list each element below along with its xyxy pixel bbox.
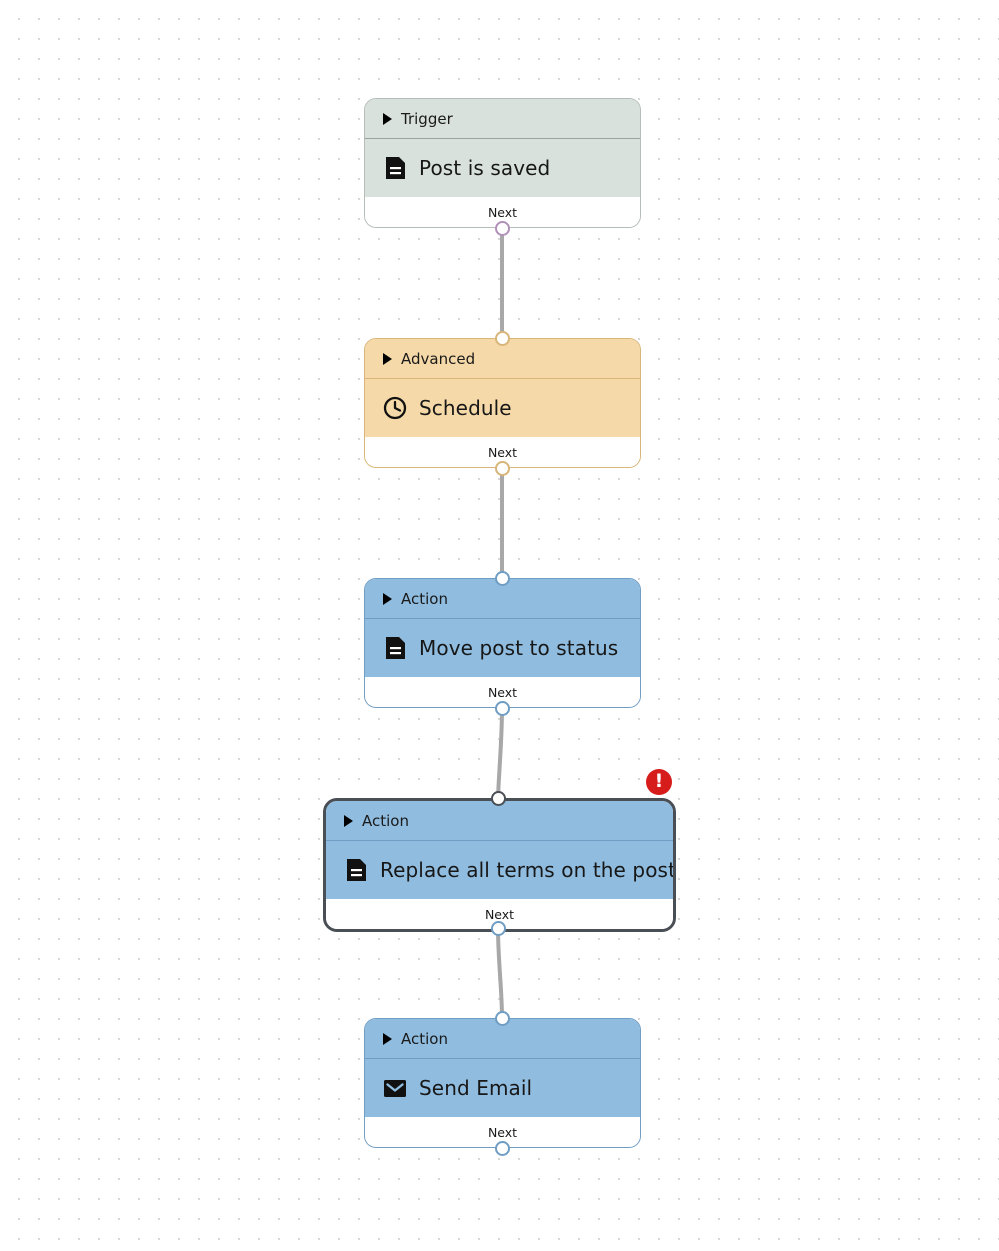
error-exclamation-icon[interactable]: !	[646, 769, 672, 795]
connector-handle-replace-terms-out[interactable]	[491, 921, 506, 936]
node-category-label: Advanced	[401, 349, 476, 368]
document-icon	[383, 636, 407, 660]
chevron-right-icon[interactable]	[383, 592, 392, 605]
workflow-node-action-move-post-to-status[interactable]: Action Move post to status Next	[364, 578, 641, 708]
connector-handle-trigger-out[interactable]	[495, 221, 510, 236]
chevron-right-icon[interactable]	[344, 814, 353, 827]
workflow-node-advanced-schedule[interactable]: Advanced Schedule Next	[364, 338, 641, 468]
workflow-node-trigger-post-is-saved[interactable]: Trigger Post is saved Next	[364, 98, 641, 228]
node-header-action[interactable]: Action	[326, 801, 673, 841]
node-category-label: Action	[401, 589, 448, 608]
node-footer-next[interactable]: Next	[326, 899, 673, 929]
edge-move-post-to-replace-terms	[496, 707, 504, 799]
node-title: Post is saved	[419, 156, 551, 180]
connector-handle-replace-terms-in[interactable]	[491, 791, 506, 806]
document-icon	[383, 156, 407, 180]
node-body-trigger[interactable]: Post is saved	[365, 139, 640, 197]
node-body-advanced[interactable]: Schedule	[365, 379, 640, 437]
error-badge-glyph: !	[654, 770, 664, 792]
connector-handle-send-email-in[interactable]	[495, 1011, 510, 1026]
connector-handle-advanced-out[interactable]	[495, 461, 510, 476]
workflow-node-action-replace-all-terms-on-the-post[interactable]: Action Replace all terms on the post Nex…	[323, 798, 676, 932]
node-category-label: Trigger	[401, 109, 453, 128]
chevron-right-icon[interactable]	[383, 1032, 392, 1045]
connector-handle-move-post-in[interactable]	[495, 571, 510, 586]
node-title: Move post to status	[419, 636, 619, 660]
node-header-action[interactable]: Action	[365, 1019, 640, 1059]
node-category-label: Action	[401, 1029, 448, 1048]
connector-handle-advanced-in[interactable]	[495, 331, 510, 346]
chevron-right-icon[interactable]	[383, 352, 392, 365]
clock-icon	[383, 396, 407, 420]
node-title: Send Email	[419, 1076, 533, 1100]
node-title: Schedule	[419, 396, 512, 420]
workflow-node-action-send-email[interactable]: Action Send Email Next	[364, 1018, 641, 1148]
document-icon	[344, 858, 368, 882]
envelope-icon	[383, 1076, 407, 1100]
edge-replace-terms-to-send-email	[496, 927, 504, 1019]
node-body-action[interactable]: Move post to status	[365, 619, 640, 677]
node-category-label: Action	[362, 811, 409, 830]
connector-handle-send-email-out[interactable]	[495, 1141, 510, 1156]
node-body-action[interactable]: Replace all terms on the post	[326, 841, 673, 899]
node-body-action[interactable]: Send Email	[365, 1059, 640, 1117]
node-header-trigger[interactable]: Trigger	[365, 99, 640, 139]
chevron-right-icon[interactable]	[383, 112, 392, 125]
connector-handle-move-post-out[interactable]	[495, 701, 510, 716]
node-title: Replace all terms on the post	[380, 858, 676, 882]
